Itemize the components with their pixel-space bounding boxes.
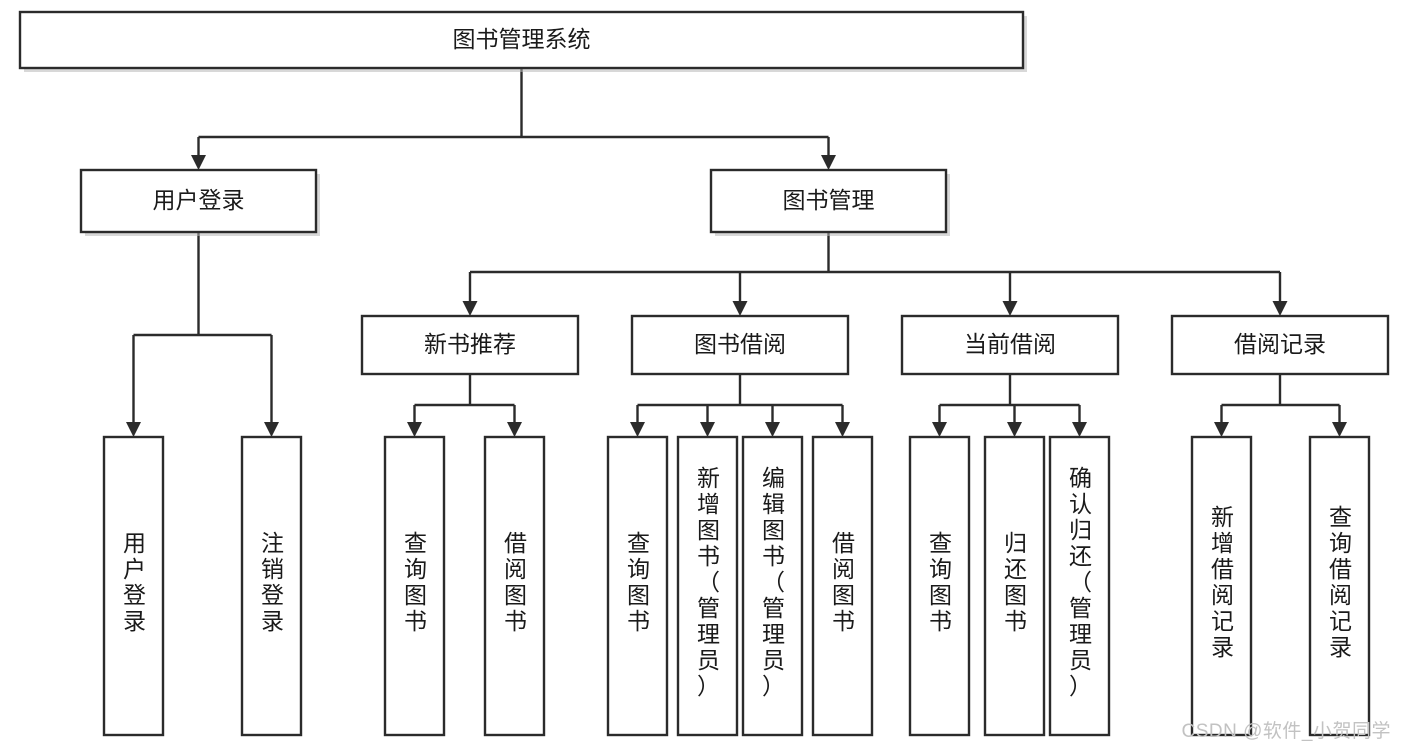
node-box xyxy=(1190,435,1253,737)
node-label: 借阅图书 xyxy=(832,530,855,634)
node-label: 图书管理 xyxy=(783,187,875,213)
node-label: 借阅记录 xyxy=(1234,331,1326,357)
node-box xyxy=(676,435,739,737)
edge-group-borrow-record xyxy=(1214,374,1347,437)
node-leaf-query-book-1[interactable]: 查询图书 xyxy=(383,435,446,737)
node-leaf-add-book-admin[interactable]: 新增图书（管理员） xyxy=(676,435,739,737)
node-box xyxy=(383,435,446,737)
node-label: 查询图书 xyxy=(929,530,952,634)
node-box xyxy=(630,314,850,376)
node-label: 新增借阅记录 xyxy=(1211,504,1234,660)
node-box xyxy=(240,435,303,737)
edge-group-user-login xyxy=(126,232,279,437)
node-label: 归还图书 xyxy=(1004,530,1027,634)
node-label: 查询图书 xyxy=(627,530,650,634)
node-box xyxy=(908,435,971,737)
node-label: 借阅图书 xyxy=(504,530,527,634)
node-label: 图书管理系统 xyxy=(453,26,591,52)
node-leaf-borrow-book-2[interactable]: 借阅图书 xyxy=(811,435,874,737)
node-leaf-edit-book-admin[interactable]: 编辑图书（管理员） xyxy=(741,435,804,737)
node-box xyxy=(102,435,165,737)
node-label: 用户登录 xyxy=(153,187,245,213)
node-box xyxy=(1048,435,1111,737)
node-label: 新书推荐 xyxy=(424,331,516,357)
node-leaf-query-book-3[interactable]: 查询图书 xyxy=(908,435,971,737)
node-box xyxy=(360,314,580,376)
node-label: 注销登录 xyxy=(261,530,284,634)
node-leaf-user-logout[interactable]: 注销登录 xyxy=(240,435,303,737)
edge-group-new-book-recommend xyxy=(407,374,522,437)
node-leaf-query-book-2[interactable]: 查询图书 xyxy=(606,435,669,737)
node-box xyxy=(1170,314,1390,376)
node-label: 用户登录 xyxy=(123,530,146,634)
node-box xyxy=(811,435,874,737)
node-new-book-recommend[interactable]: 新书推荐 xyxy=(360,314,580,376)
node-leaf-query-borrow-record[interactable]: 查询借阅记录 xyxy=(1308,435,1371,737)
node-current-borrow[interactable]: 当前借阅 xyxy=(900,314,1120,376)
node-label: 查询图书 xyxy=(404,530,427,634)
node-box xyxy=(1308,435,1371,737)
node-book-borrow[interactable]: 图书借阅 xyxy=(630,314,850,376)
edge-group-current-borrow xyxy=(932,374,1087,437)
node-user-login[interactable]: 用户登录 xyxy=(79,168,320,236)
node-box xyxy=(741,435,804,737)
node-box xyxy=(79,168,318,234)
node-label: 编辑图书（管理员） xyxy=(762,465,785,699)
watermark-text: CSDN @软件_小贺同学 xyxy=(1181,721,1391,742)
edge-group-root xyxy=(191,68,836,170)
node-leaf-add-borrow-record[interactable]: 新增借阅记录 xyxy=(1190,435,1253,737)
node-label: 确认归还（管理员） xyxy=(1069,465,1092,699)
node-label: 图书借阅 xyxy=(694,331,786,357)
node-box xyxy=(18,10,1025,70)
node-label: 查询借阅记录 xyxy=(1329,504,1352,660)
node-box xyxy=(983,435,1046,737)
node-label: 当前借阅 xyxy=(964,331,1056,357)
node-box xyxy=(606,435,669,737)
node-root[interactable]: 图书管理系统 xyxy=(18,10,1027,72)
node-leaf-borrow-book-1[interactable]: 借阅图书 xyxy=(483,435,546,737)
node-book-manage[interactable]: 图书管理 xyxy=(709,168,950,236)
node-borrow-record[interactable]: 借阅记录 xyxy=(1170,314,1390,376)
node-box xyxy=(483,435,546,737)
node-leaf-user-login[interactable]: 用户登录 xyxy=(102,435,165,737)
edge-group-book-borrow xyxy=(630,374,850,437)
node-label: 新增图书（管理员） xyxy=(697,465,720,699)
node-box xyxy=(709,168,948,234)
edge-group-book-manage xyxy=(462,232,1288,316)
node-leaf-return-book[interactable]: 归还图书 xyxy=(983,435,1046,737)
edges-layer xyxy=(126,68,1347,437)
node-leaf-confirm-return-admin[interactable]: 确认归还（管理员） xyxy=(1048,435,1111,737)
nodes-layer: 图书管理系统用户登录图书管理新书推荐图书借阅当前借阅借阅记录用户登录注销登录查询… xyxy=(18,10,1390,737)
node-box xyxy=(900,314,1120,376)
